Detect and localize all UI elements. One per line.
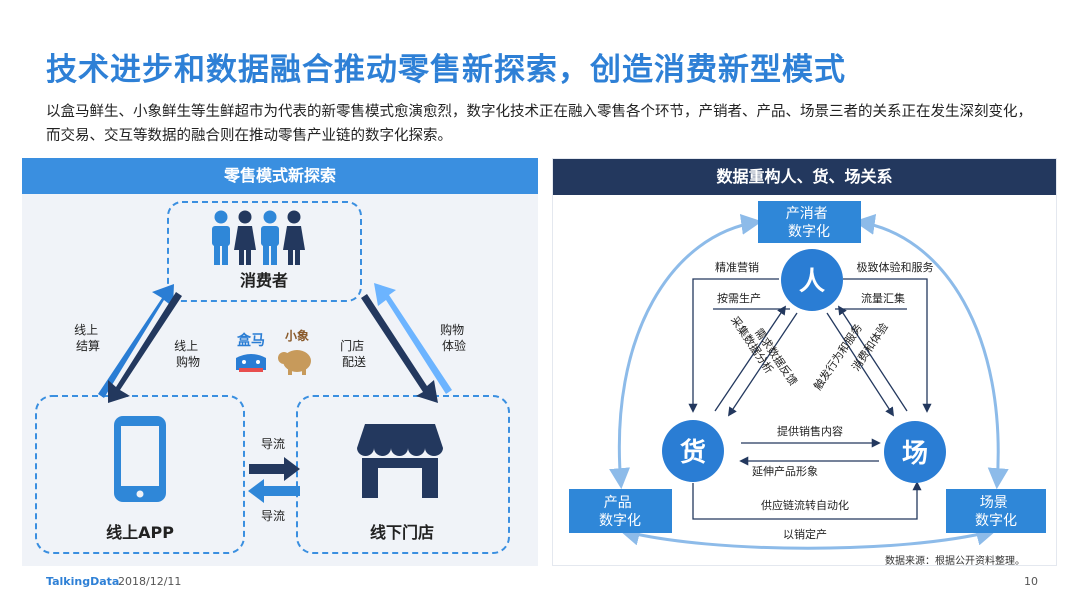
intro-paragraph: 以盒马鲜生、小象鲜生等生鲜超市为代表的新零售模式愈演愈烈，数字化技术正在融入零售… <box>46 104 1032 144</box>
label-flow-bottom: 导流 <box>261 509 285 523</box>
retail-model-header: 零售模式新探索 <box>22 158 538 194</box>
goods-node-label: 货 <box>680 437 706 468</box>
place-node-label: 场 <box>902 439 928 469</box>
consumer-box <box>167 201 362 302</box>
app-label: 线上APP <box>106 523 174 542</box>
label-supply-chain: 供应链流转自动化 <box>761 498 849 512</box>
page-number: 10 <box>1024 575 1038 588</box>
svg-text:盒马: 盒马 <box>236 332 265 349</box>
arrow-store-delivery <box>361 294 438 403</box>
outer-arc-left <box>609 213 763 490</box>
arrow-flow-left <box>248 479 300 503</box>
arrow-online-checkout <box>98 284 174 398</box>
path-experience <box>843 278 932 413</box>
label-shopping-experience: 购物 体验 <box>440 322 468 353</box>
data-restructure-panel: 数据重构人、货、场关系 产消者 <box>552 158 1057 566</box>
arrow-people-goods-2 <box>727 312 798 417</box>
prosumer-label: 产消者 数字化 <box>786 206 832 240</box>
footer-date: 2018/12/11 <box>118 575 182 588</box>
retail-model-diagram: 消费者 线上APP 线下门店 线上 结算 线上 <box>35 201 510 554</box>
people-node <box>781 249 843 311</box>
xiaoxiang-logo: 小象 <box>278 328 311 375</box>
arrow-people-place-1 <box>826 312 894 417</box>
store-icon <box>357 424 443 498</box>
label-precise-marketing: 精准营销 <box>715 260 759 274</box>
label-sales-content: 提供销售内容 <box>777 424 843 438</box>
label-sell-first: 以销定产 <box>783 527 827 541</box>
arrow-place-people-2 <box>838 305 908 412</box>
product-box <box>569 489 672 533</box>
data-source-note: 数据来源：根据公开资料整理。 <box>885 556 1025 567</box>
data-restructure-header: 数据重构人、货、场关系 <box>553 159 1056 195</box>
scene-label: 场景 数字化 <box>975 495 1017 529</box>
label-online-checkout: 线上 结算 <box>74 323 102 353</box>
arrow-online-shopping <box>108 292 182 403</box>
people-icon <box>212 210 305 265</box>
phone-icon <box>114 416 166 502</box>
arrow-goods-people-1 <box>714 305 787 412</box>
goods-node <box>662 420 724 482</box>
page-title: 技术进步和数据融合推动零售新探索，创造消费新型模式 <box>46 52 846 88</box>
label-extend-image: 延伸产品形象 <box>752 464 818 478</box>
label-on-demand: 按需生产 <box>717 291 761 305</box>
svg-text:小象: 小象 <box>285 328 309 343</box>
store-box <box>296 395 510 554</box>
people-node-label: 人 <box>799 267 825 297</box>
label-traffic: 流量汇集 <box>861 291 905 305</box>
outer-arc-right <box>853 213 1009 490</box>
store-label: 线下门店 <box>370 523 434 542</box>
prosumer-box <box>758 201 861 243</box>
people-goods-place-diagram: 产消者 数字化 产品 数字化 场景 数字化 人 货 场 精准营销 按需生产 极致… <box>569 201 1046 550</box>
retail-model-panel: 零售模式新探索 消费者 线上APP <box>22 158 538 566</box>
talkingdata-logo: TalkingData <box>46 575 120 588</box>
scene-box <box>946 489 1046 533</box>
hema-logo: 盒马 <box>236 332 266 372</box>
outer-arc-bottom <box>618 524 998 550</box>
path-precise-marketing <box>688 278 779 413</box>
app-box <box>35 395 245 554</box>
label-store-delivery: 门店 配送 <box>340 338 368 369</box>
place-node <box>884 421 946 483</box>
product-label: 产品 数字化 <box>599 495 641 529</box>
path-supply-chain <box>692 481 922 520</box>
label-flow-top: 导流 <box>261 437 285 451</box>
arrow-flow-right <box>249 457 300 481</box>
arrow-shopping-experience <box>374 283 452 394</box>
label-experience: 极致体验和服务 <box>857 260 934 274</box>
consumer-label: 消费者 <box>240 271 288 290</box>
label-online-shopping: 线上 购物 <box>174 339 202 369</box>
